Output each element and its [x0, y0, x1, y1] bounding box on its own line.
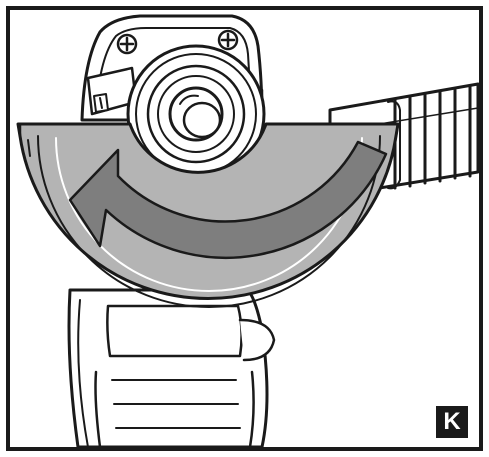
grinder-body [80, 14, 266, 184]
screw-right-icon [217, 29, 239, 51]
rotation-arrow-icon [68, 140, 388, 259]
figure-label: K [436, 406, 468, 438]
wheel-guard [16, 122, 400, 308]
screw-left-icon [116, 33, 138, 55]
main-handle [67, 288, 276, 447]
